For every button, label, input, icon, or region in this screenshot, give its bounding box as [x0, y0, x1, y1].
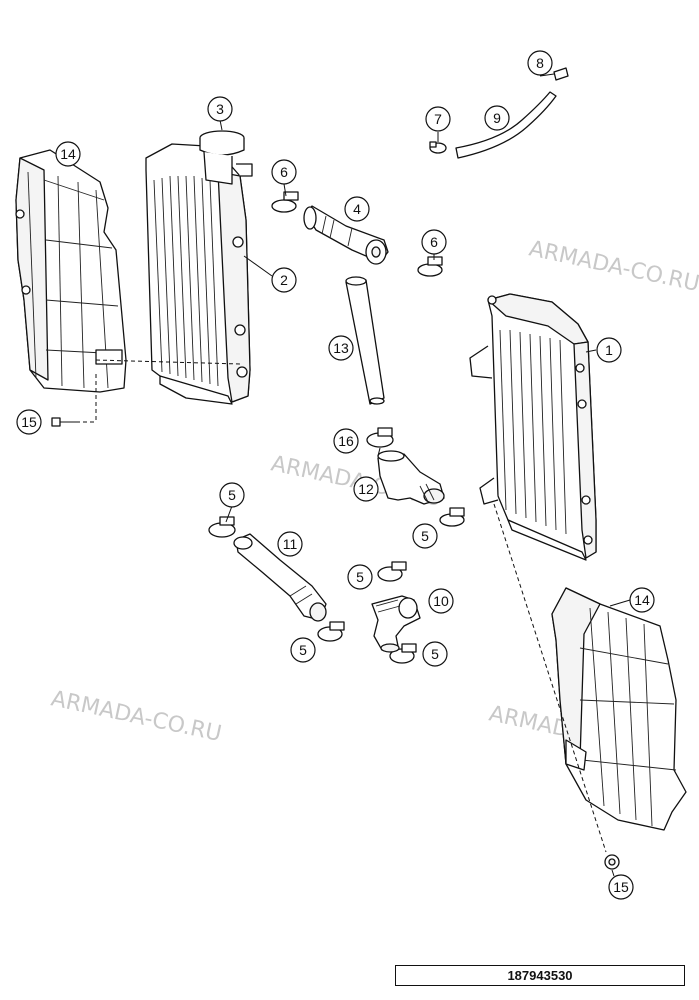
- svg-text:10: 10: [433, 593, 449, 609]
- svg-text:11: 11: [283, 536, 298, 552]
- hose-clamp-5a: [208, 516, 236, 538]
- right-radiator: [469, 293, 597, 561]
- svg-text:6: 6: [280, 164, 288, 180]
- callout-16: 16: [333, 428, 359, 454]
- svg-text:15: 15: [21, 414, 37, 430]
- svg-text:4: 4: [353, 201, 361, 217]
- callout-2: 2: [271, 267, 297, 293]
- coolant-pipe-13: [345, 276, 385, 405]
- svg-text:5: 5: [421, 528, 429, 544]
- callout-14: 14: [55, 141, 81, 167]
- callout-12: 12: [353, 476, 379, 502]
- svg-text:3: 3: [216, 101, 224, 117]
- leader-lines: [76, 73, 631, 877]
- callout-15: 15: [608, 874, 634, 900]
- hose-clamp-5d: [317, 621, 345, 642]
- svg-text:8: 8: [536, 55, 544, 71]
- elbow-hose-12: [377, 450, 445, 505]
- svg-text:13: 13: [333, 340, 349, 356]
- callout-9: 9: [484, 105, 510, 131]
- overflow-hose: [455, 91, 557, 159]
- left-radiator: [145, 130, 253, 405]
- svg-text:9: 9: [493, 110, 501, 126]
- svg-text:15: 15: [613, 879, 629, 895]
- svg-text:5: 5: [356, 569, 364, 585]
- callout-5: 5: [219, 482, 245, 508]
- hose-clamp-6b: [417, 256, 443, 277]
- elbow-hose-10: [371, 595, 421, 653]
- callout-5: 5: [412, 523, 438, 549]
- callout-7: 7: [425, 106, 451, 132]
- svg-text:12: 12: [358, 481, 374, 497]
- callout-5: 5: [347, 564, 373, 590]
- left-radiator-spoiler: [15, 149, 127, 393]
- screw-15-right: [604, 854, 620, 870]
- watermark-text: ARMADA-CO.RU: [527, 236, 699, 297]
- svg-text:5: 5: [431, 646, 439, 662]
- callout-6: 6: [271, 159, 297, 185]
- callout-3: 3: [207, 96, 233, 122]
- callout-10: 10: [428, 588, 454, 614]
- callout-1: 1: [596, 337, 622, 363]
- callout-4: 4: [344, 196, 370, 222]
- callout-11: 11: [277, 531, 303, 557]
- coolant-hose-11: [233, 533, 327, 622]
- svg-text:7: 7: [434, 111, 442, 127]
- hose-clamp-6a: [271, 191, 299, 213]
- svg-text:6: 6: [430, 234, 438, 250]
- svg-text:1: 1: [605, 342, 613, 358]
- svg-text:14: 14: [60, 146, 76, 162]
- hose-clip-7: [429, 141, 447, 154]
- document-number-label: 187943530: [395, 965, 685, 986]
- callout-5: 5: [422, 641, 448, 667]
- watermark-text: ARMADA-CO.RU: [49, 686, 224, 747]
- callout-6: 6: [421, 229, 447, 255]
- svg-text:2: 2: [280, 272, 288, 288]
- hose-clip-8: [553, 67, 569, 81]
- svg-text:14: 14: [634, 592, 650, 608]
- callout-15: 15: [16, 409, 42, 435]
- hose-clamp-5b: [439, 507, 465, 527]
- svg-text:5: 5: [228, 487, 236, 503]
- svg-text:16: 16: [338, 433, 354, 449]
- hose-clamp-16: [366, 427, 394, 448]
- screw-15-left: [51, 417, 76, 427]
- hose-clamp-5c: [377, 561, 407, 582]
- callout-8: 8: [527, 50, 553, 76]
- hose-connector-4: [303, 205, 389, 265]
- callout-13: 13: [328, 335, 354, 361]
- callout-5: 5: [290, 637, 316, 663]
- svg-text:5: 5: [299, 642, 307, 658]
- right-radiator-spoiler: [551, 587, 687, 831]
- hose-clamp-5e: [389, 643, 417, 664]
- callout-14: 14: [629, 587, 655, 613]
